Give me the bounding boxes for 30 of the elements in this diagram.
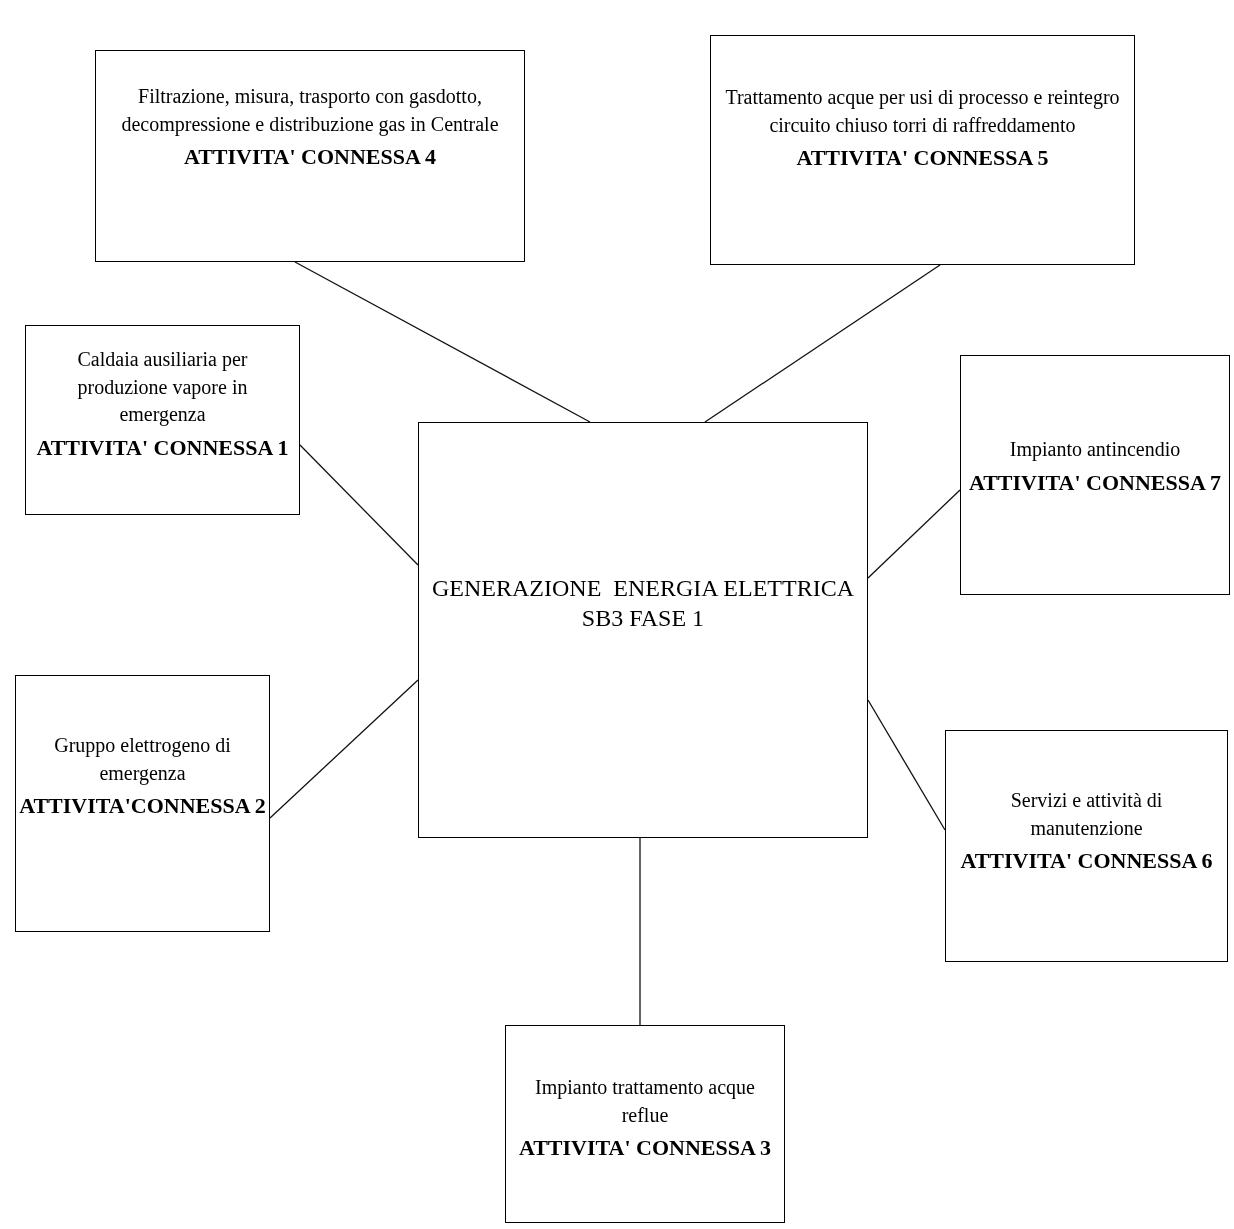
process-box <box>418 422 868 838</box>
box-description: Caldaia ausiliaria per produzione vapore in emergenza <box>76 347 249 428</box>
box-description: Filtrazione, misura, trasporto con gasdotto, decompressione e distribuzione gas in Centrale <box>120 84 500 138</box>
box-description: Servizi e attività di manutenzione <box>1009 788 1164 841</box>
connector-line <box>639 837 641 1026</box>
box-description: Impianto antincendio <box>1009 437 1181 463</box>
box-description: Trattamento acque per usi di processo e reintegro circuito chiuso torri di raffreddamento <box>724 85 1121 138</box>
activity-heading: ATTIVITA' CONNESSA 1 <box>36 433 289 462</box>
activity-heading: ATTIVITA' CONNESSA 4 <box>183 143 437 171</box>
process-box <box>505 1025 785 1223</box>
process-box <box>960 355 1230 595</box>
connector-line <box>867 489 961 579</box>
box-description: Gruppo elettrogeno di emergenza <box>53 733 232 787</box>
connector-line <box>704 264 941 423</box>
connector-line <box>299 444 419 566</box>
process-box <box>95 50 525 262</box>
activity-heading: ATTIVITA' CONNESSA 5 <box>796 144 1049 172</box>
box-description: Impianto trattamento acque reflue <box>534 1075 756 1128</box>
process-box <box>15 675 270 932</box>
process-box <box>945 730 1228 962</box>
process-box <box>710 35 1135 265</box>
connector-line <box>269 679 419 819</box>
connector-line <box>294 261 591 423</box>
activity-heading: ATTIVITA' CONNESSA 6 <box>960 847 1213 875</box>
activity-heading: ATTIVITA' CONNESSA 7 <box>968 468 1222 497</box>
box-description: GENERAZIONE ENERGIA ELETTRICA SB3 FASE 1 <box>431 574 855 633</box>
activity-heading: ATTIVITA'CONNESSA 2 <box>19 792 266 820</box>
connector-line <box>867 699 946 831</box>
activity-heading: ATTIVITA' CONNESSA 3 <box>518 1134 772 1162</box>
process-box <box>25 325 300 515</box>
